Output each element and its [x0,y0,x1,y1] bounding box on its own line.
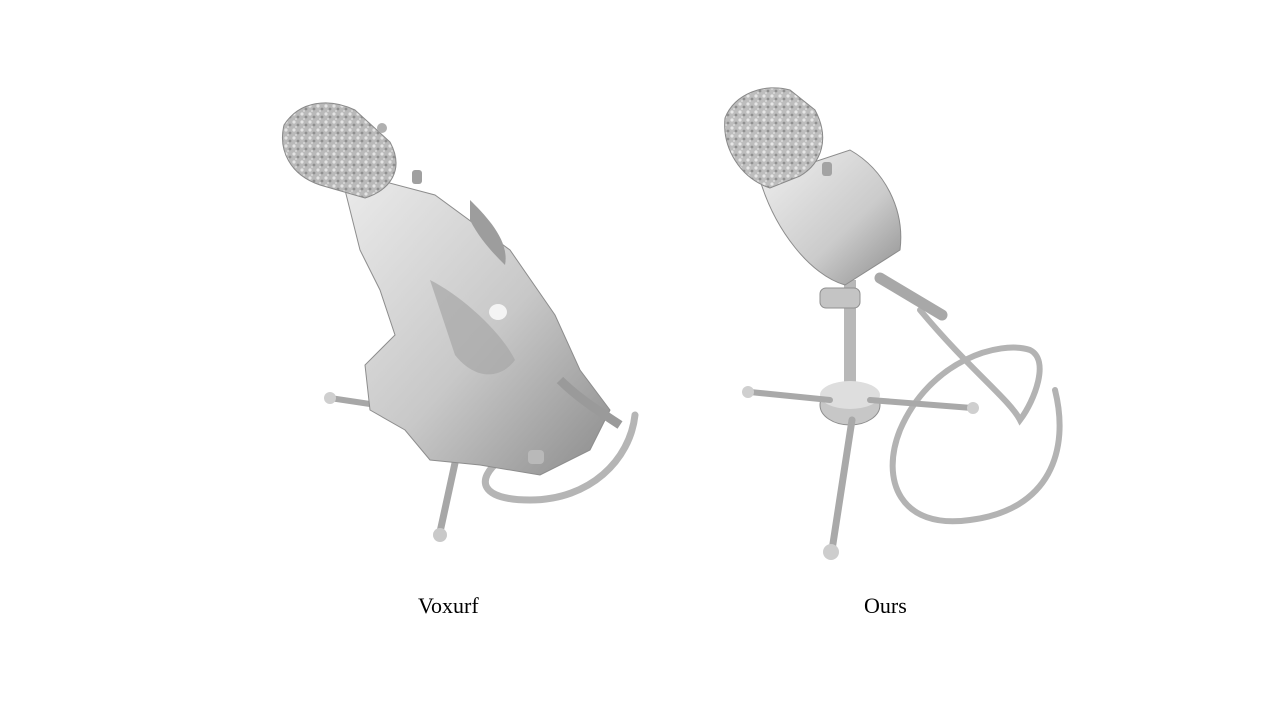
voxurf-render [260,80,660,560]
ours-render [720,70,1090,570]
voxurf-caption: Voxurf [418,593,479,618]
voxurf-mesh-image [282,102,639,542]
ours-mesh-image [724,87,1063,560]
ours-caption: Ours [864,593,907,618]
